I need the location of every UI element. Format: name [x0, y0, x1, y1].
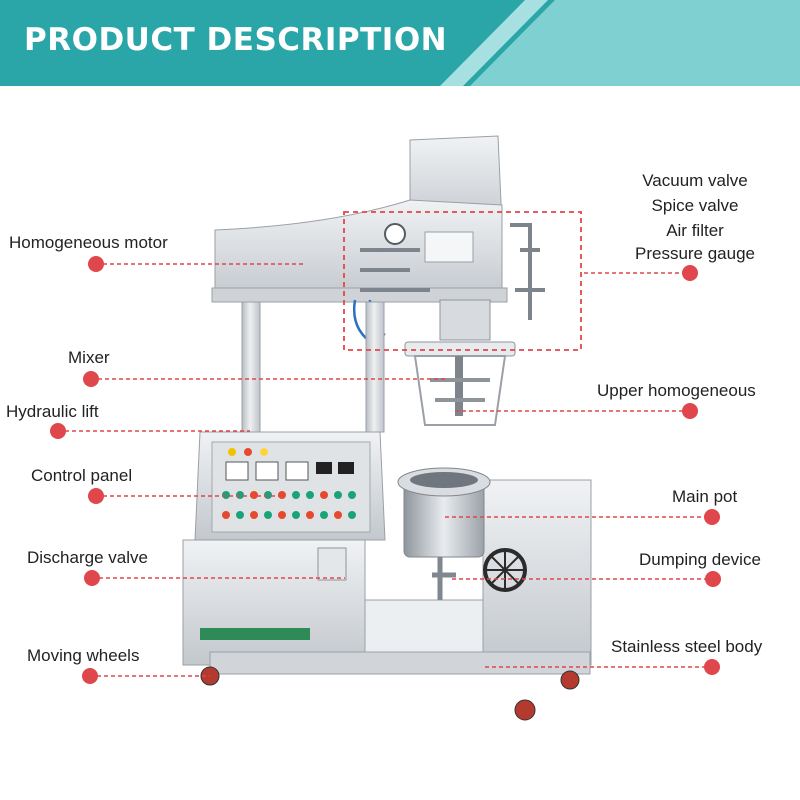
- label-spice-valve: Spice valve: [651, 196, 739, 215]
- panel-button-icon: [264, 511, 272, 519]
- hydraulic-lift-columns: [241, 301, 385, 433]
- panel-button-icon: [250, 511, 258, 519]
- label-hydraulic-lift: Hydraulic lift: [6, 402, 99, 421]
- indicator-light-icon: [244, 448, 252, 456]
- panel-button-icon: [348, 491, 356, 499]
- panel-button-icon: [222, 491, 230, 499]
- panel-button-icon: [306, 491, 314, 499]
- indicator-light-icon: [228, 448, 236, 456]
- label-control-panel: Control panel: [31, 466, 133, 485]
- label-homogeneous-motor: Homogeneous motor: [9, 233, 168, 252]
- panel-button-icon: [306, 511, 314, 519]
- panel-button-icon: [292, 491, 300, 499]
- label-discharge-valve: Discharge valve: [27, 548, 148, 567]
- label-dumping-device: Dumping device: [639, 550, 761, 569]
- label-mixer: Mixer: [68, 348, 110, 367]
- label-air-filter: Air filter: [666, 221, 724, 240]
- panel-button-icon: [250, 491, 258, 499]
- valve-assembly: [352, 223, 545, 347]
- homogeneous-motor-housing: [211, 135, 508, 303]
- panel-button-icon: [334, 491, 342, 499]
- label-stainless-steel-body: Stainless steel body: [611, 637, 763, 656]
- panel-button-icon: [334, 511, 342, 519]
- panel-button-icon: [320, 511, 328, 519]
- header-background: [0, 0, 800, 86]
- panel-button-icon: [236, 491, 244, 499]
- valves-highlight-box: [343, 211, 582, 351]
- panel-button-icon: [348, 511, 356, 519]
- panel-button-icon: [236, 511, 244, 519]
- pressure-gauge-icon: [384, 223, 406, 245]
- panel-button-icon: [278, 511, 286, 519]
- panel-button-icon: [292, 511, 300, 519]
- panel-button-icon: [264, 491, 272, 499]
- indicator-light-icon: [260, 448, 268, 456]
- page-title: PRODUCT DESCRIPTION: [24, 22, 448, 58]
- header-band: PRODUCT DESCRIPTION: [0, 0, 800, 86]
- mixer-assembly: [404, 341, 516, 426]
- discharge-valve: [317, 547, 347, 581]
- dumping-device-wheel: [483, 548, 527, 592]
- panel-button-icon: [222, 511, 230, 519]
- moving-wheels: [200, 666, 580, 721]
- label-main-pot: Main pot: [672, 487, 738, 506]
- control-panel: [194, 431, 386, 541]
- label-vacuum-valve: Vacuum valve: [642, 171, 748, 190]
- panel-button-icon: [278, 491, 286, 499]
- label-upper-homogeneous: Upper homogeneous: [597, 381, 756, 400]
- label-pressure-gauge: Pressure gauge: [634, 244, 756, 263]
- main-pot: [397, 467, 491, 600]
- label-moving-wheels: Moving wheels: [27, 646, 140, 665]
- panel-button-icon: [320, 491, 328, 499]
